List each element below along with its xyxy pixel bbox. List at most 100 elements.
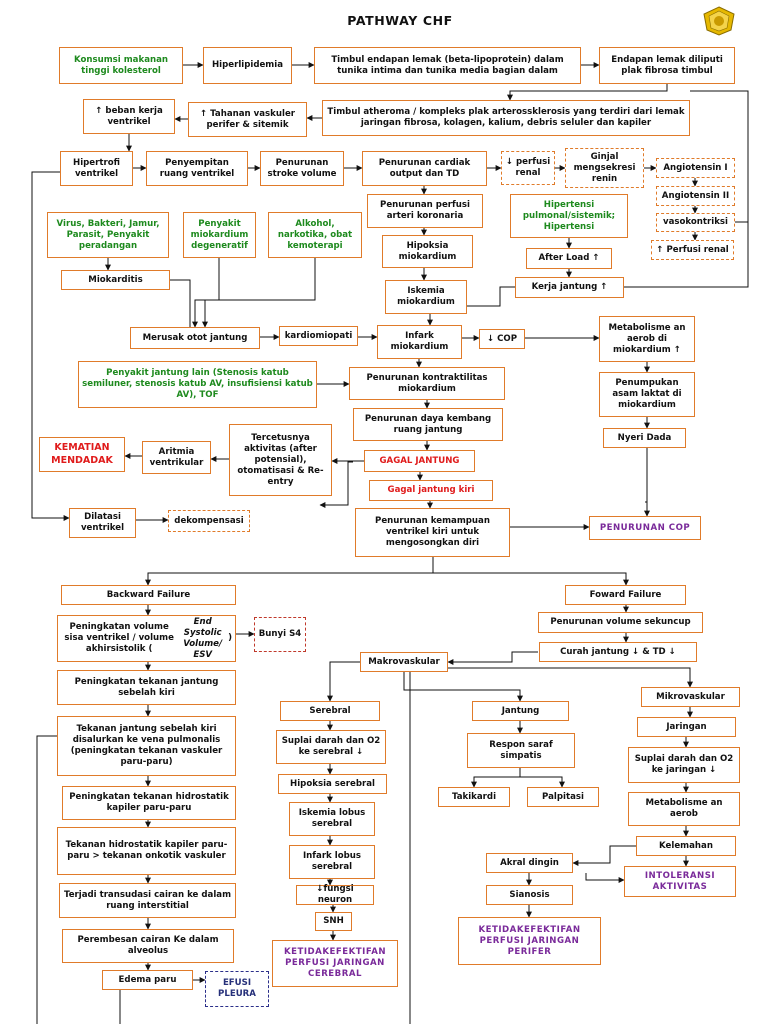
node-aritmia-ventrikular: Aritmia ventrikular	[142, 441, 211, 474]
node-endapan-diliputi: Endapan lemak diliputi plak fibrosa timb…	[599, 47, 735, 84]
node-iskemia-lobus-serebral: Iskemia lobus serebral	[289, 802, 375, 836]
node-snh: SNH	[315, 912, 352, 931]
node-kematian-mendadak: KEMATIAN MENDADAK	[39, 437, 125, 472]
node-peningkatan-tekanan-kiri: Peningkatan tekanan jantung sebelah kiri	[57, 670, 236, 705]
node-penurunan-kemampuan-ventrikel: Penurunan kemampuan ventrikel kiri untuk…	[355, 508, 510, 557]
node-metabolisme-anaerob-miokardium: Metabolisme an aerob di miokardium ↑	[599, 316, 695, 362]
node-atheroma: Timbul atheroma / kompleks plak arteross…	[322, 100, 690, 136]
node-akral-dingin: Akral dingin	[486, 853, 573, 873]
connector-arrow	[170, 279, 191, 327]
node-hipoksia-miokardium: Hipoksia miokardium	[382, 235, 473, 268]
node-penurunan-cop: PENURUNAN COP	[589, 516, 701, 540]
node-tercetusnya-aktivitas: Tercetusnya aktivitas (after potensial),…	[229, 424, 332, 496]
node-penyakit-jantung-lain: Penyakit jantung lain (Stenosis katub se…	[78, 361, 317, 408]
node-ketidakefektifan-perfusi-cerebral: KETIDAKEFEKTIFAN PERFUSI JARINGAN CEREBR…	[272, 940, 398, 987]
node-virus-bakteri: Virus, Bakteri, Jamur, Parasit, Penyakit…	[47, 212, 169, 258]
node-penyakit-degeneratif: Penyakit miokardium degeneratif	[183, 212, 256, 258]
node-ketidakefektifan-perfusi-perifer: KETIDAKEFEKTIFAN PERFUSI JARINGAN PERIFE…	[458, 917, 601, 965]
node-fungsi-neuron: ↓fungsi neuron	[296, 884, 374, 905]
node-nyeri-dada: Nyeri Dada	[603, 428, 686, 448]
node-angiotensin-1: Angiotensin I	[656, 158, 735, 178]
node-respon-saraf-simpatis: Respon saraf simpatis	[467, 733, 575, 768]
node-miokarditis: Miokarditis	[61, 270, 170, 290]
connector-arrow	[520, 776, 565, 788]
node-infark-miokardium: Infark miokardium	[377, 325, 462, 359]
node-dilatasi-ventrikel: Dilatasi ventrikel	[69, 508, 136, 538]
node-kelemahan: Kelemahan	[636, 836, 736, 856]
node-intoleransi-aktivitas: INTOLERANSI AKTIVITAS	[624, 866, 736, 897]
connector-arrow	[145, 557, 434, 586]
node-curah-jantung: Curah jantung ↓ & TD ↓	[539, 642, 697, 662]
connector-arrow	[327, 661, 360, 702]
node-kardiomiopati: kardiomiopati	[279, 326, 358, 346]
node-penyempitan: Penyempitan ruang ventrikel	[146, 151, 248, 186]
node-palpitasi: Palpitasi	[527, 787, 599, 807]
node-hipoksia-serebral: Hipoksia serebral	[278, 774, 387, 794]
node-backward-failure: Backward Failure	[61, 585, 236, 605]
connector-arrow	[572, 845, 636, 866]
node-tekanan-disalurkan: Tekanan jantung sebelah kiri disalurkan …	[57, 716, 236, 776]
node-penurunan-daya-kembang: Penurunan daya kembang ruang jantung	[353, 408, 503, 441]
node-cop-down: ↓ COP	[479, 329, 525, 349]
node-hiperlipidemia: Hiperlipidemia	[203, 47, 292, 84]
node-hipertrofi: Hipertrofi ventrikel	[60, 151, 133, 186]
connector-arrow	[507, 84, 668, 101]
node-merusak-otot-jantung: Merusak otot jantung	[130, 327, 260, 349]
node-vasokontriksi: vasokontriksi	[656, 213, 735, 232]
node-infark-lobus-serebral: Infark lobus serebral	[289, 845, 375, 879]
node-penurunan-cardiak-output: Penurunan cardiak output dan TD	[362, 151, 487, 186]
node-makrovaskular: Makrovaskular	[360, 652, 448, 672]
node-penurunan-stroke-volume: Penurunan stroke volume	[260, 151, 344, 186]
node-konsumsi: Konsumsi makanan tinggi kolesterol	[59, 47, 183, 84]
node-efusi-pleura: EFUSI PLEURA	[205, 971, 269, 1007]
node-ginjal-renin: Ginjal mengsekresi renin	[565, 148, 644, 188]
node-jantung: Jantung	[472, 701, 569, 721]
node-tekanan-hidrostatik-onkotik: Tekanan hidrostatik kapiler paru-paru > …	[57, 827, 236, 875]
university-logo-icon	[703, 6, 735, 36]
node-after-load: After Load ↑	[526, 248, 612, 269]
node-kerja-jantung: Kerja jantung ↑	[515, 277, 624, 298]
node-metabolisme-anaerob-jaringan: Metabolisme an aerob	[628, 792, 740, 826]
node-mikrovaskular: Mikrovaskular	[641, 687, 740, 707]
node-penurunan-volume-sekuncup: Penurunan volume sekuncup	[538, 612, 703, 633]
node-foward-failure: Foward Failure	[565, 585, 686, 605]
connector-arrow	[403, 672, 523, 702]
node-gagal-jantung: GAGAL JANTUNG	[364, 450, 475, 472]
node-perembesan-cairan: Perembesan cairan Ke dalam alveolus	[62, 929, 234, 963]
node-transudasi: Terjadi transudasi cairan ke dalam ruang…	[59, 883, 236, 918]
node-penurunan-kontraktilitas: Penurunan kontraktilitas miokardium	[349, 367, 505, 400]
connector-arrow	[202, 258, 316, 328]
node-sianosis: Sianosis	[486, 885, 573, 905]
connector-arrow	[585, 873, 625, 883]
node-iskemia-miokardium: Iskemia miokardium	[385, 280, 467, 314]
node-tahanan-vaskuler: ↑ Tahanan vaskuler perifer & sitemik	[188, 102, 307, 137]
node-perfusi-renal-up: ↑ Perfusi renal	[651, 240, 734, 260]
node-timbul-endapan: Timbul endapan lemak (beta-lipoprotein) …	[314, 47, 581, 84]
node-perfusi-renal-down: ↓ perfusi renal	[501, 151, 555, 185]
connector-arrow	[645, 448, 648, 503]
node-gagal-jantung-kiri: Gagal jantung kiri	[369, 480, 493, 501]
node-beban-kerja: ↑ beban kerja ventrikel	[83, 99, 175, 134]
connector-arrow	[447, 651, 538, 665]
node-dekompensasi: dekompensasi	[168, 510, 250, 532]
page-title: PATHWAY CHF	[347, 13, 453, 28]
node-suplai-serebral: Suplai darah dan O2 ke serebral ↓	[276, 730, 386, 764]
node-suplai-jaringan: Suplai darah dan O2 ke jaringan ↓	[628, 747, 740, 783]
connector-arrow	[433, 572, 629, 586]
node-jaringan: Jaringan	[637, 717, 736, 737]
node-alkohol-narkotika: Alkohol, narkotika, obat kemoterapi	[268, 212, 362, 258]
node-edema-paru: Edema paru	[102, 970, 193, 990]
node-hipertensi-pulmonal: Hipertensi pulmonal/sistemik; Hipertensi	[510, 194, 628, 238]
connector-arrow	[192, 258, 220, 328]
node-serebral: Serebral	[280, 701, 380, 721]
node-bunyi-s4: Bunyi S4	[254, 617, 306, 652]
connector-arrow	[448, 667, 693, 688]
node-angiotensin-2: Angiotensin II	[656, 186, 735, 206]
node-peningkatan-volume-sisa: Peningkatan volume sisa ventrikel / volu…	[57, 615, 236, 662]
node-peningkatan-hidrostatik: Peningkatan tekanan hidrostatik kapiler …	[62, 786, 236, 820]
connector-arrow	[471, 768, 521, 788]
node-takikardi: Takikardi	[438, 787, 510, 807]
connector-arrow	[36, 735, 57, 1024]
node-penurunan-perfusi-koroner: Penurunan perfusi arteri koronaria	[367, 194, 483, 228]
node-penumpukan-asam-laktat: Penumpukan asam laktat di miokardium	[599, 372, 695, 417]
